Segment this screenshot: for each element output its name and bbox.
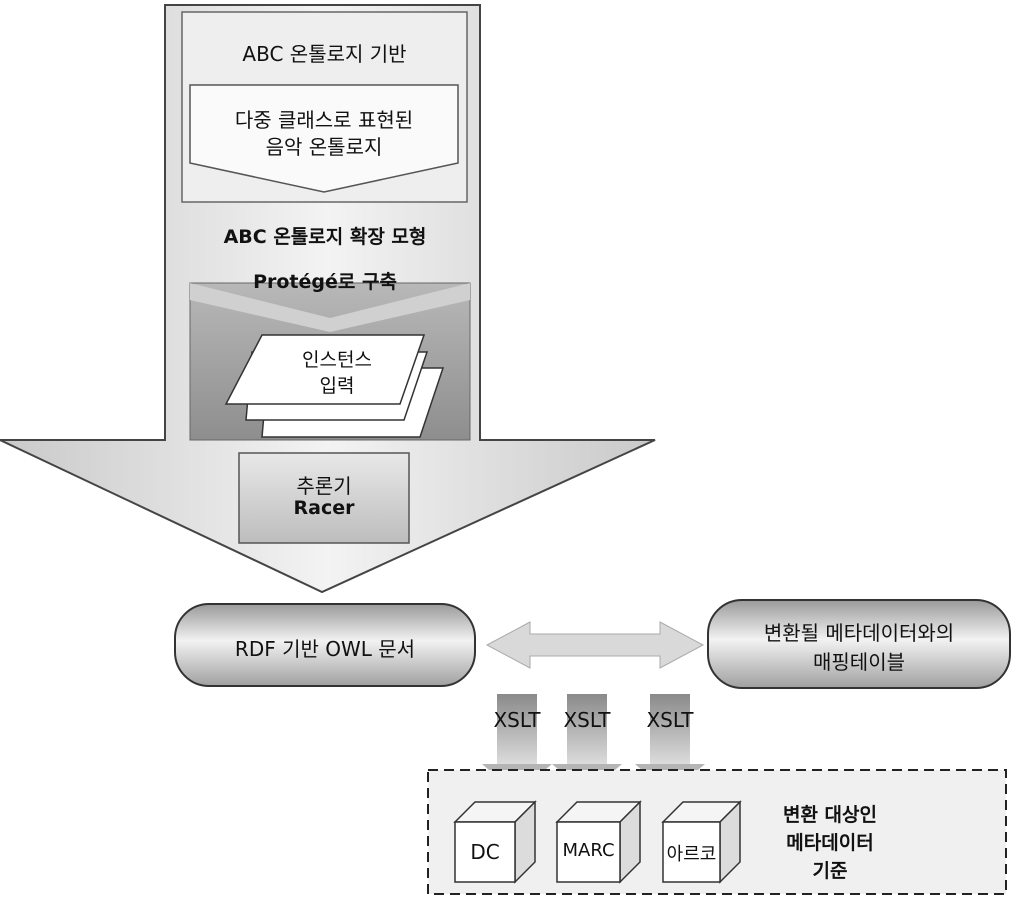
- mapping-table-line2: 매핑테이블: [813, 650, 905, 674]
- cube-arko: [661, 800, 742, 884]
- cube-marc: [555, 800, 642, 884]
- instance-label-line1: 인스턴스: [302, 349, 372, 371]
- reasoner-box: [238, 452, 410, 544]
- cube-dc: [453, 800, 537, 884]
- rdf-doc-label: RDF 기반 OWL 문서: [234, 637, 416, 661]
- rdf-doc-pill: [174, 603, 476, 687]
- protege-label: Protégé로 구축: [253, 271, 397, 293]
- protege-chevron-top: [190, 283, 470, 332]
- instance-label-line2: 입력: [319, 375, 355, 397]
- reasoner-label: 추론기: [296, 474, 352, 498]
- cube-arko-label: 아르코: [666, 844, 717, 865]
- xslt-label-3: XSLT: [646, 708, 694, 732]
- mapping-table-line1: 변환될 메타데이터와의: [763, 621, 955, 645]
- cube-marc-label: MARC: [562, 840, 615, 861]
- instance-page-1: [224, 334, 426, 405]
- target-caption-line3: 기준: [812, 860, 848, 882]
- cube-dc-label: DC: [470, 840, 500, 864]
- extension-model-label: ABC 온톨로지 확장 모형: [223, 226, 427, 248]
- mapping-table-pill: [707, 599, 1011, 689]
- target-caption-line2: 메타데이터: [786, 832, 874, 854]
- music-ontology-line2: 음악 온톨로지: [265, 135, 383, 159]
- abc-base-title: ABC 온톨로지 기반: [242, 42, 407, 66]
- xslt-label-1: XSLT: [493, 708, 541, 732]
- target-caption-line1: 변환 대상인: [782, 804, 877, 826]
- music-ontology-line1: 다중 클래스로 표현된: [234, 108, 414, 132]
- racer-label: Racer: [293, 497, 355, 519]
- xslt-label-2: XSLT: [563, 708, 611, 732]
- bidirectional-arrow: [485, 621, 705, 669]
- music-ontology-arrow: [189, 84, 459, 193]
